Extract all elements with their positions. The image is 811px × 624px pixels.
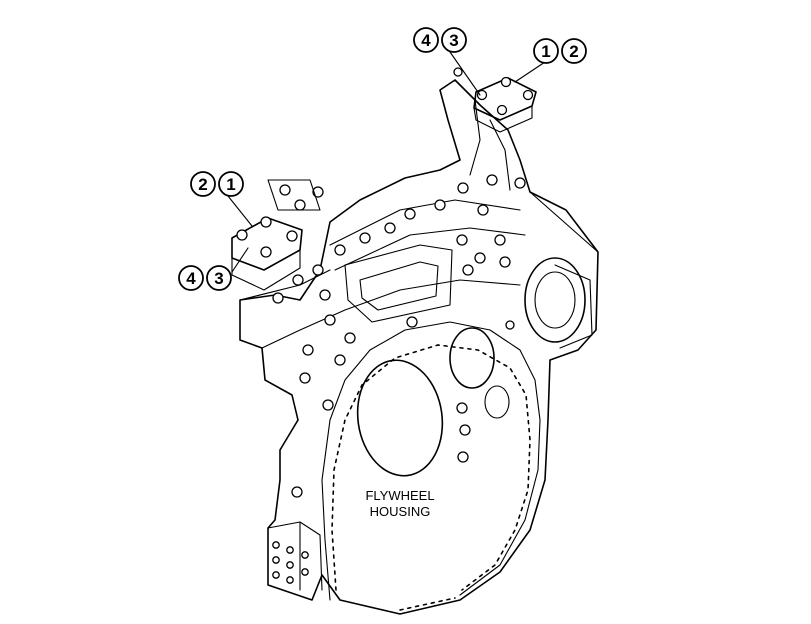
callout-number: 2	[198, 175, 207, 194]
callout-leaders	[227, 51, 546, 273]
housing-label-line2: HOUSING	[370, 504, 431, 519]
flange-bolt-pattern	[331, 344, 531, 611]
callout-number: 1	[541, 42, 550, 61]
mounting-pad-holes	[272, 541, 309, 584]
callout-left-lower-4-3: 4 3	[178, 265, 232, 291]
left-cover-plate	[231, 179, 321, 291]
callout-number: 4	[186, 269, 196, 288]
housing-label-line1: FLYWHEEL	[365, 488, 434, 503]
top-cover-plate	[453, 67, 537, 133]
callout-number: 3	[214, 269, 223, 288]
housing-outline	[239, 79, 599, 615]
housing-label: FLYWHEEL HOUSING	[365, 488, 434, 519]
housing-bolts	[272, 174, 526, 498]
callout-number: 2	[569, 42, 578, 61]
callout-left-upper-2-1: 2 1	[190, 171, 244, 197]
callout-number: 1	[226, 175, 235, 194]
callout-number: 3	[449, 31, 458, 50]
callout-top-right-1-2: 1 2	[533, 38, 587, 64]
callout-top-4-3: 4 3	[413, 27, 467, 53]
callout-number: 4	[421, 31, 431, 50]
